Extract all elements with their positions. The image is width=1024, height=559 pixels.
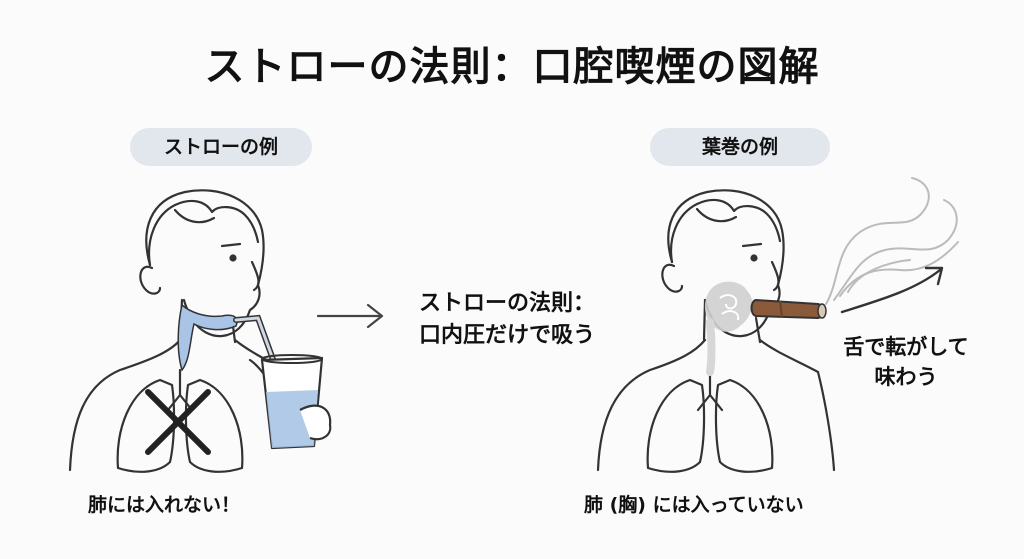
tongue-note-line2: 味わう — [874, 365, 938, 389]
mouth-smoke — [704, 281, 753, 376]
straw-caption: 肺には入れない！ — [88, 494, 241, 516]
hand — [299, 404, 332, 441]
page-title: ストローの法則：口腔喫煙の図解 — [204, 44, 820, 90]
straw-example-label: ストローの例 — [130, 128, 312, 166]
tongue-note-line1: 舌で転がして — [843, 335, 969, 359]
cigar-caption: 肺 (胸) には入っていない — [584, 494, 804, 516]
straw-rule-text: ストローの法則： 口内圧だけで吸う — [402, 288, 612, 352]
cross-icon — [145, 389, 211, 455]
right-person — [596, 189, 836, 473]
smoke-plume — [825, 177, 959, 305]
curved-arrow-icon — [840, 266, 944, 314]
cigar-example-label: 葉巻の例 — [650, 128, 830, 166]
left-person — [68, 189, 292, 473]
straw-rule-line1: ストローの法則： — [418, 291, 595, 316]
arrow-right-icon — [316, 303, 384, 329]
tongue-note: 舌で転がして 味わう — [838, 332, 974, 392]
water-in-mouth — [177, 303, 238, 372]
straw-rule-line2: 口内圧だけで吸う — [418, 323, 595, 348]
cigar — [750, 298, 827, 320]
